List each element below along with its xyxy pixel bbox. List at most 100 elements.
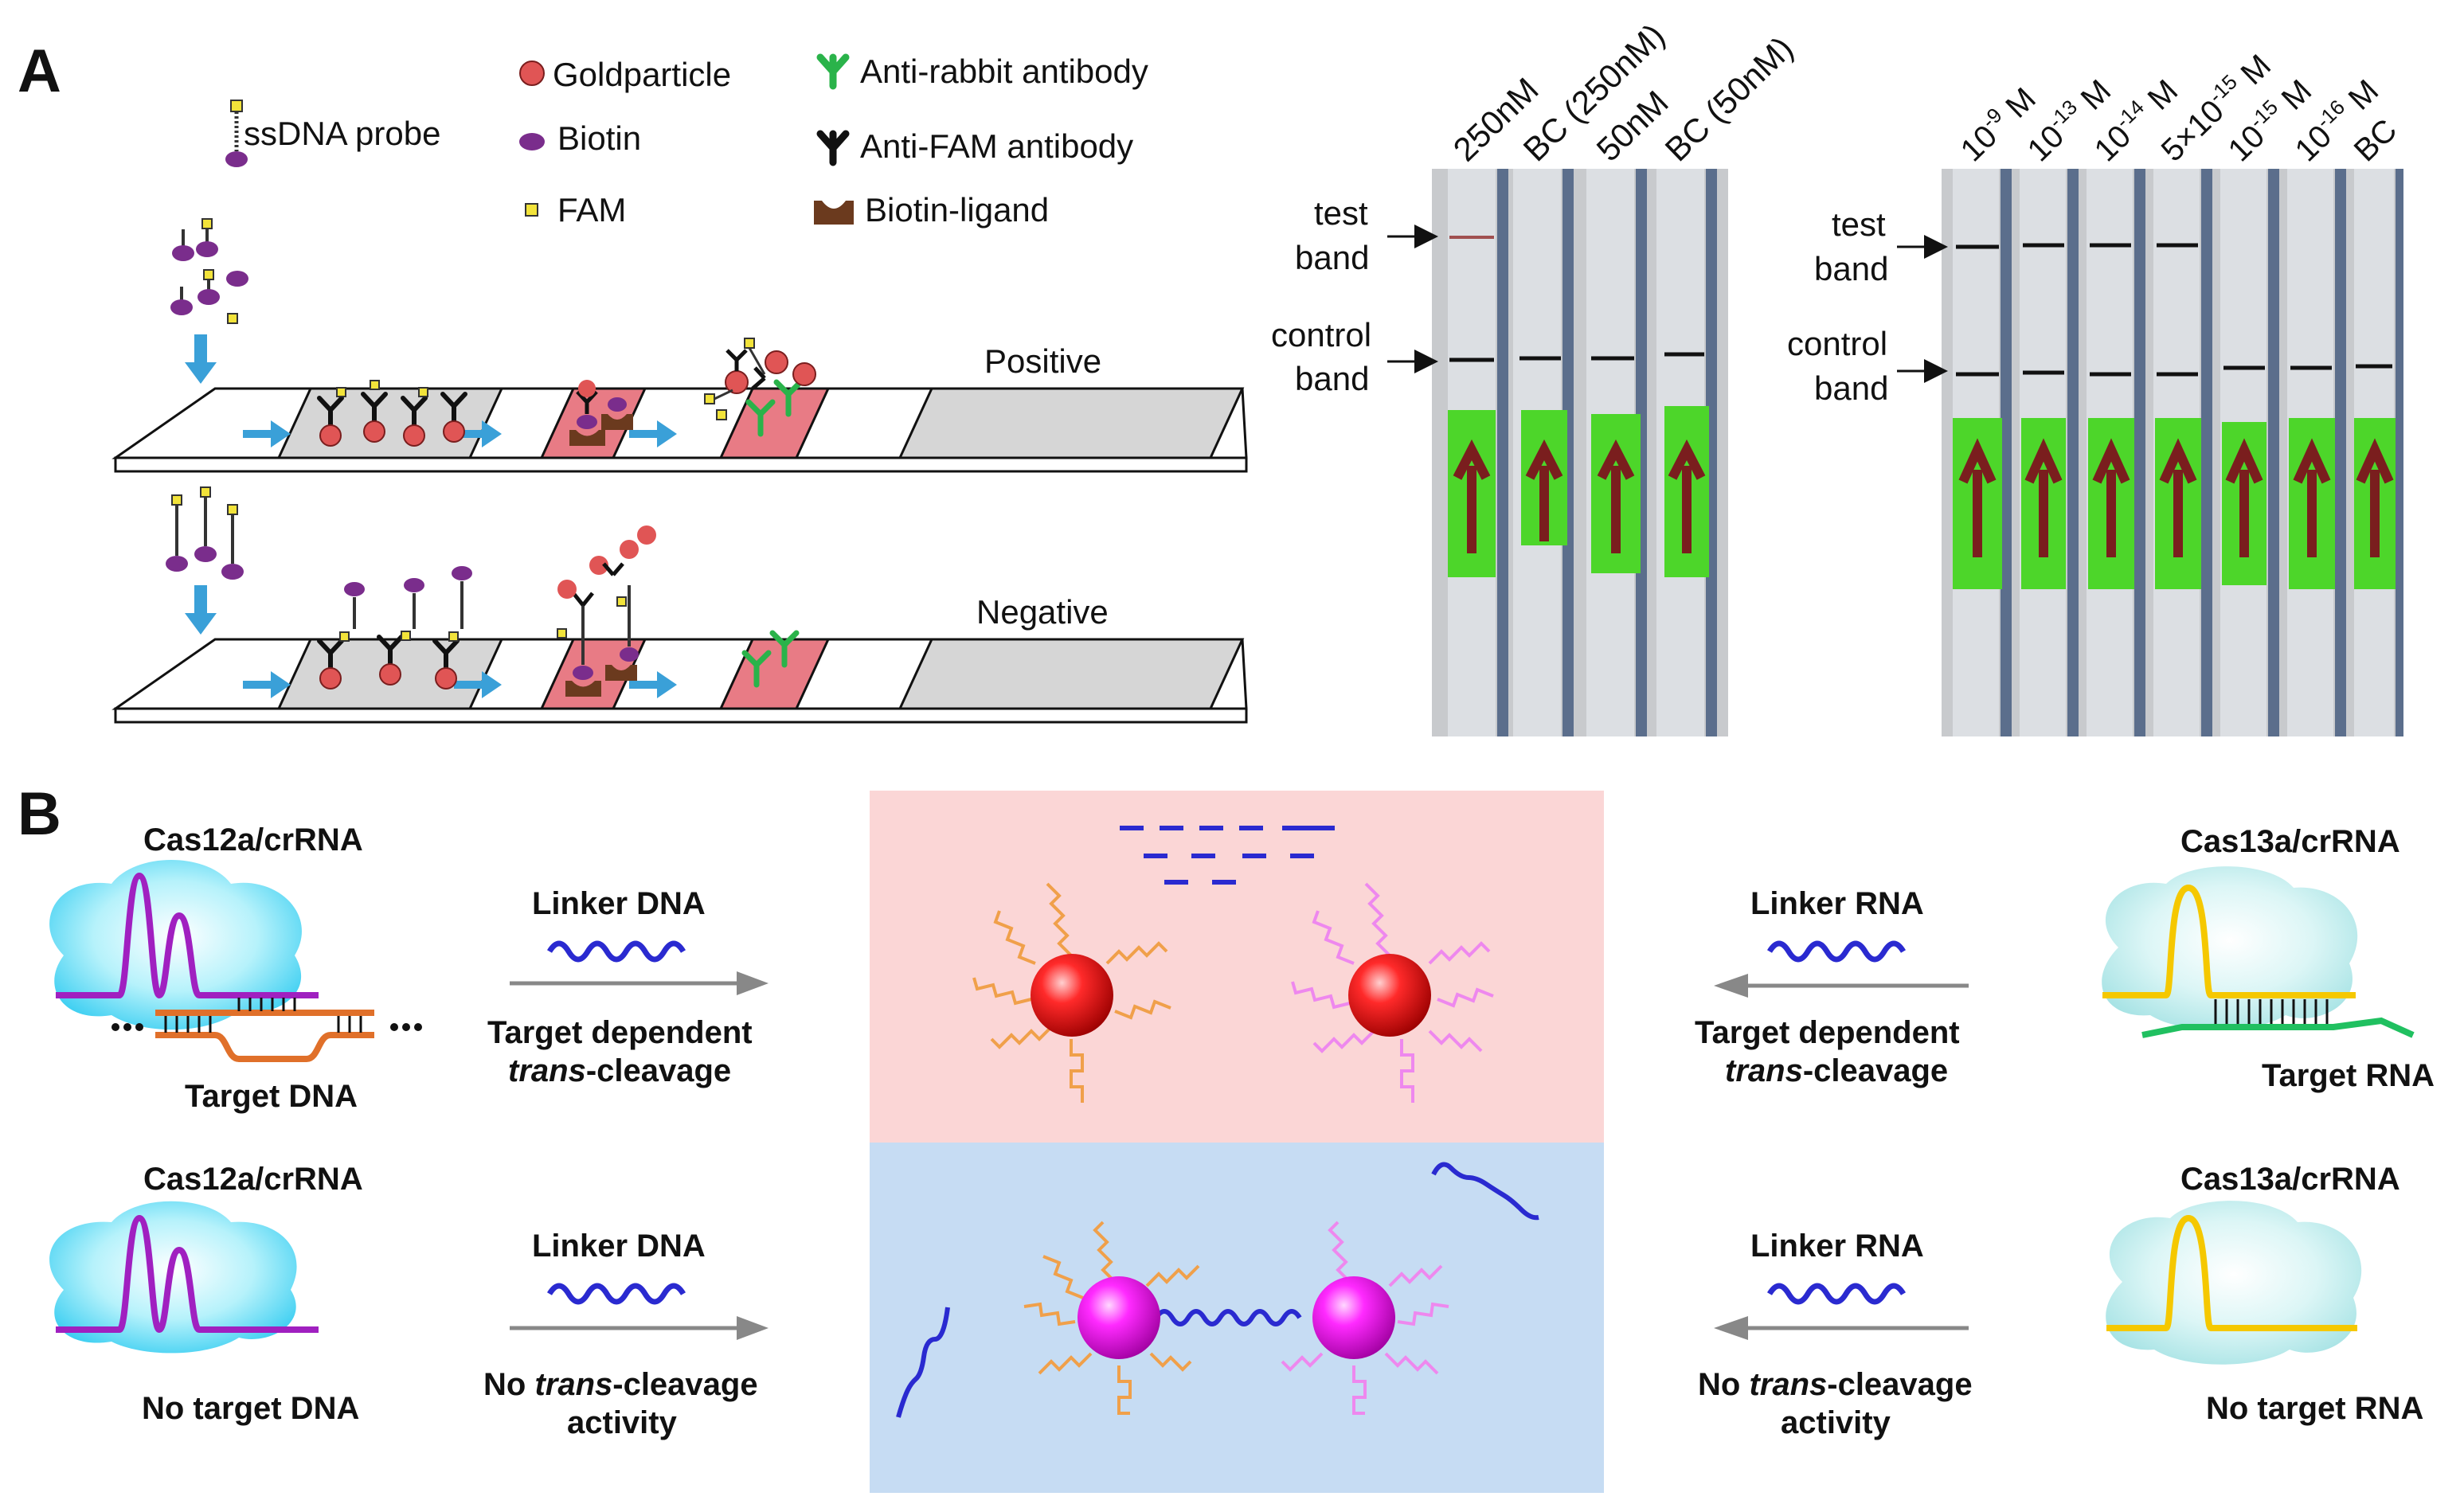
linker-rna-bottom-wave (1766, 1283, 1907, 1305)
fam-icon (525, 203, 538, 217)
free-probes-top (170, 218, 248, 324)
gold-nanoparticle-1 (1031, 954, 1113, 1037)
mid-right-top-line2: trans-cleavage (1725, 1053, 1948, 1088)
positive-strip: Positive (111, 218, 1248, 473)
dna-rungs-top (164, 998, 362, 1033)
biotin-ligand-icon (814, 201, 854, 225)
cas13a-target-complex: Cas13a/crRNA Target RNA (2102, 824, 2435, 1093)
absorbent-pad-neg (898, 638, 1245, 710)
aggregated-nanoparticle-2 (1312, 1276, 1395, 1359)
panel-a-label: A (18, 37, 61, 105)
biotin-ligand-pos (569, 380, 633, 446)
positive-label: Positive (984, 342, 1101, 380)
arrowhead-left-bottom (737, 1316, 769, 1340)
photo-1-lane-4: BC (50nM) (1658, 29, 1801, 169)
flow-arrow-1-neg (243, 671, 291, 698)
strip-photo-1: 250nM BC (250nM) 50nM BC (50nM) test ban… (1271, 16, 1800, 736)
flow-arrow-3-neg (629, 671, 677, 698)
arrowhead-right-bottom (1714, 1316, 1748, 1340)
absorbent-pad-pos (898, 387, 1245, 459)
arrowhead-right-top (1714, 974, 1748, 998)
crrna-cas13-bottom (2106, 1214, 2357, 1331)
sample-drop-arrow-top (185, 334, 217, 384)
cas13a-cloud-top (2102, 866, 2358, 1030)
photo-2-test-lines (1956, 243, 2198, 249)
biotin-icon (519, 133, 545, 150)
mid-right-top-line1: Target dependent (1695, 1015, 1960, 1050)
photo-1-sample-pads (1448, 406, 1709, 577)
photo-2-test-label-2: band (1814, 250, 1888, 287)
ssdna-probe-icon (225, 100, 248, 167)
dispersed-np-right (1291, 882, 1494, 1103)
conjugate-pad-pos (276, 387, 504, 459)
negative-label: Negative (976, 593, 1109, 631)
photo-1-control-label-1: control (1271, 316, 1371, 354)
linker-rna-step-top: Linker RNA Target dependent trans-cleava… (1695, 886, 1969, 1088)
sample-drop-arrow-bottom (185, 585, 217, 635)
cas12a-bottom-label: Cas12a/crRNA (143, 1162, 363, 1197)
legend-goldparticle: Goldparticle (553, 56, 731, 93)
flow-arrow-2-neg (454, 671, 502, 698)
photo-2-control-lines (1956, 364, 2392, 377)
no-target-rna-label: No target RNA (2206, 1391, 2423, 1426)
legend-ssdna-probe: ssDNA probe (244, 115, 440, 152)
mid-right-bottom-line1: No trans-cleavage (1698, 1367, 1973, 1402)
anti-fam-antibody-icon (816, 130, 850, 166)
cas12a-cloud-top (49, 860, 302, 1030)
target-dna-label: Target DNA (185, 1079, 358, 1114)
strip-photo-2: 10-9 M 10-13 M 10-14 M 5×10-15 M 10-15 M… (1787, 48, 2404, 736)
anti-rabbit-antibody-icon (816, 53, 850, 90)
gold-nanoparticle-2 (1348, 954, 1431, 1037)
linker-dna-top-label: Linker DNA (532, 886, 706, 921)
cas13a-cloud-bottom (2106, 1201, 2362, 1365)
linker-dna-step-bottom: Linker DNA No trans-cleavage activity (483, 1229, 769, 1440)
cas12a-target-complex: Cas12a/crRNA Target DNA (49, 822, 422, 1114)
aggregated-nanoparticle-1 (1078, 1276, 1160, 1359)
crrna-bottom (56, 1214, 319, 1334)
strip-front-face-neg (114, 707, 1248, 724)
linker-dna-step-top: Linker DNA Target dependent trans-cleava… (487, 886, 769, 1088)
panel-b-label: B (18, 780, 61, 848)
gold-conjugates-pos (317, 380, 467, 447)
flow-arrow-1-pos (243, 420, 291, 447)
free-linker-2 (896, 1307, 950, 1418)
free-linker-1 (1431, 1162, 1539, 1221)
panel-a: A ssDNA probe Goldparticle Biotin FAM An… (18, 16, 2403, 736)
legend-biotin: Biotin (557, 119, 641, 157)
captured-complex-pos (704, 338, 816, 437)
strip-front-face (114, 456, 1248, 473)
ellipsis-dots-top (111, 1023, 422, 1031)
dispersed-np-left (972, 882, 1171, 1103)
linker-dna-bottom-label: Linker DNA (532, 1229, 706, 1264)
target-rna-strand (2141, 1017, 2415, 1038)
crrna-top (56, 872, 319, 999)
legend: ssDNA probe Goldparticle Biotin FAM Anti… (225, 53, 1148, 229)
no-target-dna-label: No target DNA (142, 1391, 359, 1426)
target-rna-label: Target RNA (2262, 1058, 2435, 1093)
photo-1-test-label-1: test (1314, 194, 1368, 232)
photo-1-control-lines (1449, 352, 1704, 362)
dispersed-state-box (870, 791, 1604, 1143)
crrna-cas13-top (2102, 884, 2356, 998)
cas12a-cloud-bottom (49, 1201, 297, 1354)
photo-2-control-label-1: control (1787, 325, 1887, 362)
negative-strip: Negative (111, 486, 1248, 724)
cleaved-fragments (1120, 826, 1335, 885)
photo-2-sample-pads (1953, 418, 2396, 589)
control-antibodies-neg (741, 630, 800, 688)
flow-arrow-3-pos (629, 420, 677, 447)
mid-left-top-line2: trans-cleavage (508, 1053, 731, 1088)
control-line-pos (718, 387, 831, 459)
linker-bridge (1154, 1309, 1302, 1326)
cas13a-top-label: Cas13a/crRNA (2180, 824, 2400, 859)
photo-2-test-label-1: test (1832, 205, 1886, 243)
free-probes-bottom (166, 486, 244, 580)
flow-arrow-2-pos (454, 420, 502, 447)
linker-rna-step-bottom: Linker RNA No trans-cleavage activity (1698, 1229, 1973, 1440)
cas12a-no-target-complex: Cas12a/crRNA No target DNA (49, 1162, 363, 1426)
photo-2-control-label-2: band (1814, 369, 1888, 407)
mid-left-bottom-line1: No trans-cleavage (483, 1367, 758, 1402)
biotin-ligand-neg (557, 525, 656, 697)
photo-2-lane-labels: 10-9 M 10-13 M 10-14 M 5×10-15 M 10-15 M… (1954, 48, 2404, 168)
